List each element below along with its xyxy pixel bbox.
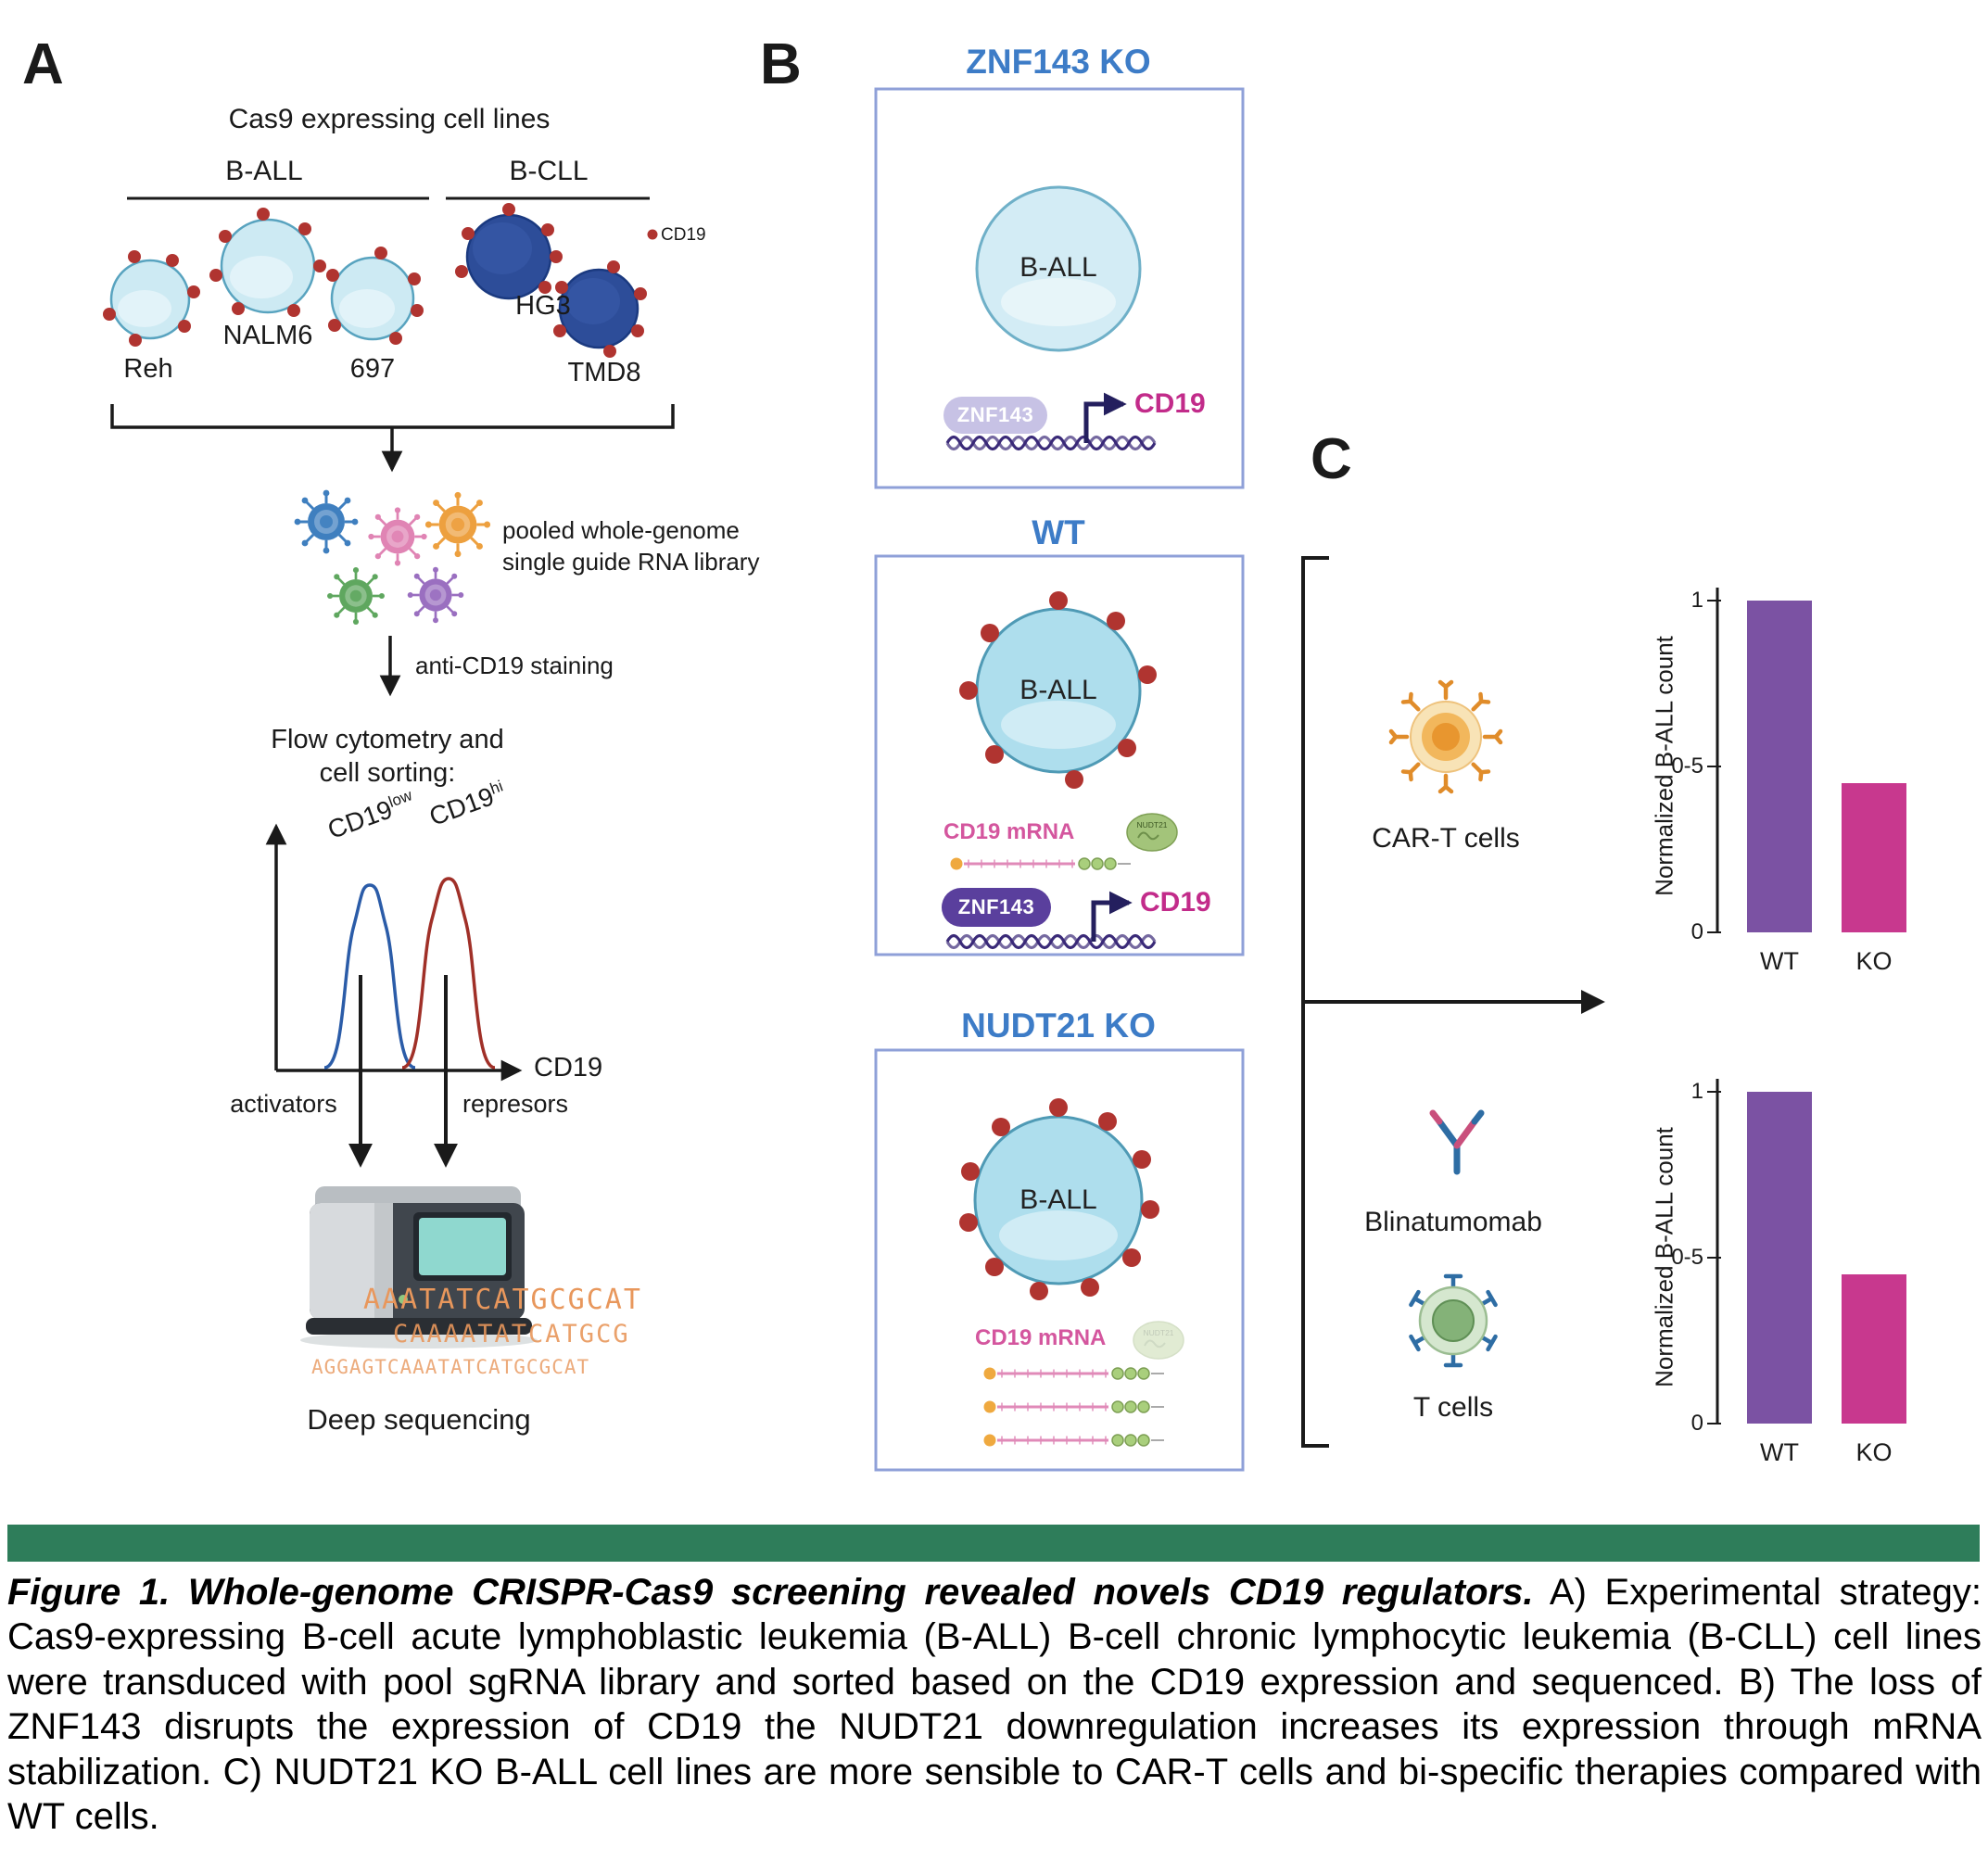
znf143-pill: ZNF143 bbox=[942, 888, 1051, 927]
cd19-gene-label: CD19 bbox=[1140, 887, 1211, 918]
blinatumomab-label: Blinatumomab bbox=[1364, 1207, 1542, 1237]
x-category-label: WT bbox=[1760, 947, 1799, 975]
panel-a-label: A bbox=[22, 32, 64, 96]
pill-label: ZNF143 bbox=[956, 403, 1034, 426]
panel-b-label: B bbox=[760, 32, 802, 96]
cell-697-icon bbox=[326, 247, 424, 345]
cd19-legend-dot bbox=[647, 229, 658, 240]
y-tick-label: 1 bbox=[1690, 1079, 1703, 1104]
tmd8-label: TMD8 bbox=[567, 358, 641, 387]
b-all-label: B-ALL bbox=[1019, 1184, 1097, 1215]
car-t-cells-label: CAR-T cells bbox=[1372, 823, 1520, 854]
figure-caption: Figure 1. Whole-genome CRISPR-Cas9 scree… bbox=[7, 1570, 1982, 1839]
nalm6-label: NALM6 bbox=[222, 321, 313, 350]
cell-tmd8-icon bbox=[553, 260, 647, 358]
panel-c-label: C bbox=[1311, 427, 1352, 491]
cd19-gene-label: CD19 bbox=[1134, 388, 1206, 419]
bcll-group-label: B-CLL bbox=[509, 156, 589, 186]
cd19-hi-peak-curve bbox=[401, 877, 496, 1070]
sgrna-virus-cluster-icon bbox=[293, 488, 492, 627]
promoter-arrow bbox=[1083, 392, 1127, 443]
dna-line-3: AGGAGTCAAATATCATGCGCAT bbox=[311, 1356, 589, 1378]
y-tick-label: 0-5 bbox=[1671, 753, 1703, 779]
activators-label: activators bbox=[230, 1090, 337, 1118]
znf143-ko-box-title: ZNF143 KO bbox=[966, 43, 1151, 81]
bar-chart-axes bbox=[1707, 588, 1721, 1424]
cell-hg3-icon bbox=[455, 203, 563, 300]
pill-label: ZNF143 bbox=[957, 895, 1035, 918]
znf143-ko-box bbox=[874, 87, 1245, 489]
cell-reh-icon bbox=[103, 250, 200, 347]
y-tick-label: 0 bbox=[1690, 919, 1703, 944]
sort-arrows bbox=[348, 975, 458, 1168]
dna-line-2: CAAAATATCATGCG bbox=[393, 1320, 630, 1349]
caption-body: A) Experimental strategy: Cas9-expressin… bbox=[7, 1572, 1982, 1837]
y-tick-label: 0 bbox=[1690, 1411, 1703, 1436]
nudt21-ko-box-title: NUDT21 KO bbox=[961, 1007, 1156, 1045]
cell-nalm6-icon bbox=[209, 208, 326, 317]
znf143ko-promoter bbox=[945, 392, 1157, 451]
cells-bracket bbox=[110, 404, 675, 429]
wt-box bbox=[874, 554, 1245, 956]
wt-bar bbox=[1747, 1092, 1812, 1424]
dna-line-1: AAATATCATGCGCAT bbox=[363, 1284, 642, 1316]
b-all-cell-znf143ko-icon bbox=[975, 185, 1142, 352]
caption-lead: Figure 1. Whole-genome CRISPR-Cas9 scree… bbox=[7, 1572, 1534, 1613]
wt-promoter bbox=[945, 891, 1157, 950]
cd19-mrna-label: CD19 mRNA bbox=[975, 1325, 1107, 1350]
697-label: 697 bbox=[349, 354, 396, 384]
hg3-label: HG3 bbox=[515, 291, 571, 321]
flow-plot bbox=[265, 823, 523, 1082]
y-tick-label: 0-5 bbox=[1671, 1245, 1703, 1270]
ball-group-label: B-ALL bbox=[225, 156, 303, 186]
nudt21-ko-box bbox=[874, 1048, 1245, 1472]
x-category-label: KO bbox=[1855, 947, 1893, 975]
cell-lines-title: Cas9 expressing cell lines bbox=[228, 104, 551, 134]
cd19-mrna-label: CD19 mRNA bbox=[943, 819, 1075, 844]
reh-label: Reh bbox=[123, 354, 173, 384]
x-category-label: KO bbox=[1855, 1438, 1893, 1466]
b-all-cell-wt-icon bbox=[959, 591, 1157, 789]
anti-cd19-staining-label: anti-CD19 staining bbox=[415, 652, 614, 679]
wt-bar bbox=[1747, 601, 1812, 932]
dna-sequence-text: AAATATCATGCGCAT CAAAATATCATGCG AGGAGTCAA… bbox=[311, 1284, 642, 1378]
t-cells-label: T cells bbox=[1412, 1392, 1494, 1423]
blinatumomab-icon bbox=[1429, 1109, 1485, 1175]
sequencer-icon bbox=[300, 1186, 538, 1349]
ko-bar bbox=[1842, 1274, 1906, 1424]
b-all-label: B-ALL bbox=[1019, 252, 1097, 283]
repressors-label: represors bbox=[462, 1090, 569, 1118]
flow-xaxis-label: CD19 bbox=[534, 1053, 603, 1083]
panel-b-boxes bbox=[874, 87, 1245, 1472]
cd19-low-peak-curve bbox=[323, 883, 416, 1070]
b-all-label: B-ALL bbox=[1019, 675, 1097, 705]
y-tick-label: 1 bbox=[1690, 588, 1703, 613]
wt-box-title: WT bbox=[1032, 513, 1085, 551]
t-cell-icon bbox=[1411, 1276, 1495, 1365]
tcell-bar-chart bbox=[1717, 1092, 1921, 1424]
flow-cytometry-label: Flow cytometry and cell sorting: bbox=[271, 725, 504, 789]
deep-sequencing-label: Deep sequencing bbox=[307, 1403, 531, 1436]
x-category-label: WT bbox=[1760, 1438, 1799, 1466]
ko-bar bbox=[1842, 783, 1906, 932]
caption-divider bbox=[7, 1525, 1980, 1562]
b-all-cell-nudt21ko-icon bbox=[959, 1098, 1159, 1300]
cd19-legend-label: CD19 bbox=[661, 225, 706, 245]
sgrna-library-label: pooled whole-genome single guide RNA lib… bbox=[502, 516, 760, 576]
car-t-cell-icon bbox=[1391, 682, 1500, 791]
znf143-pill-faded: ZNF143 bbox=[943, 397, 1047, 434]
promoter-arrow bbox=[1091, 891, 1133, 942]
cart-bar-chart bbox=[1717, 601, 1921, 932]
